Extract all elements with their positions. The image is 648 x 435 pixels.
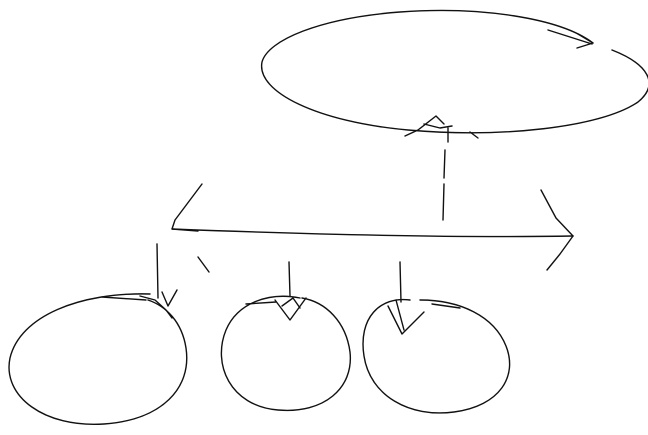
arrow-1 [139, 243, 178, 319]
arrow-3 [387, 261, 425, 335]
bottom-circle-2 [220, 295, 352, 412]
trunk-line [442, 149, 446, 221]
arrow-2 [274, 261, 307, 321]
horizontal-connector [171, 183, 574, 273]
bottom-circle-3 [362, 298, 511, 414]
bottom-circle-1 [8, 293, 188, 425]
top-ellipse [261, 9, 648, 143]
